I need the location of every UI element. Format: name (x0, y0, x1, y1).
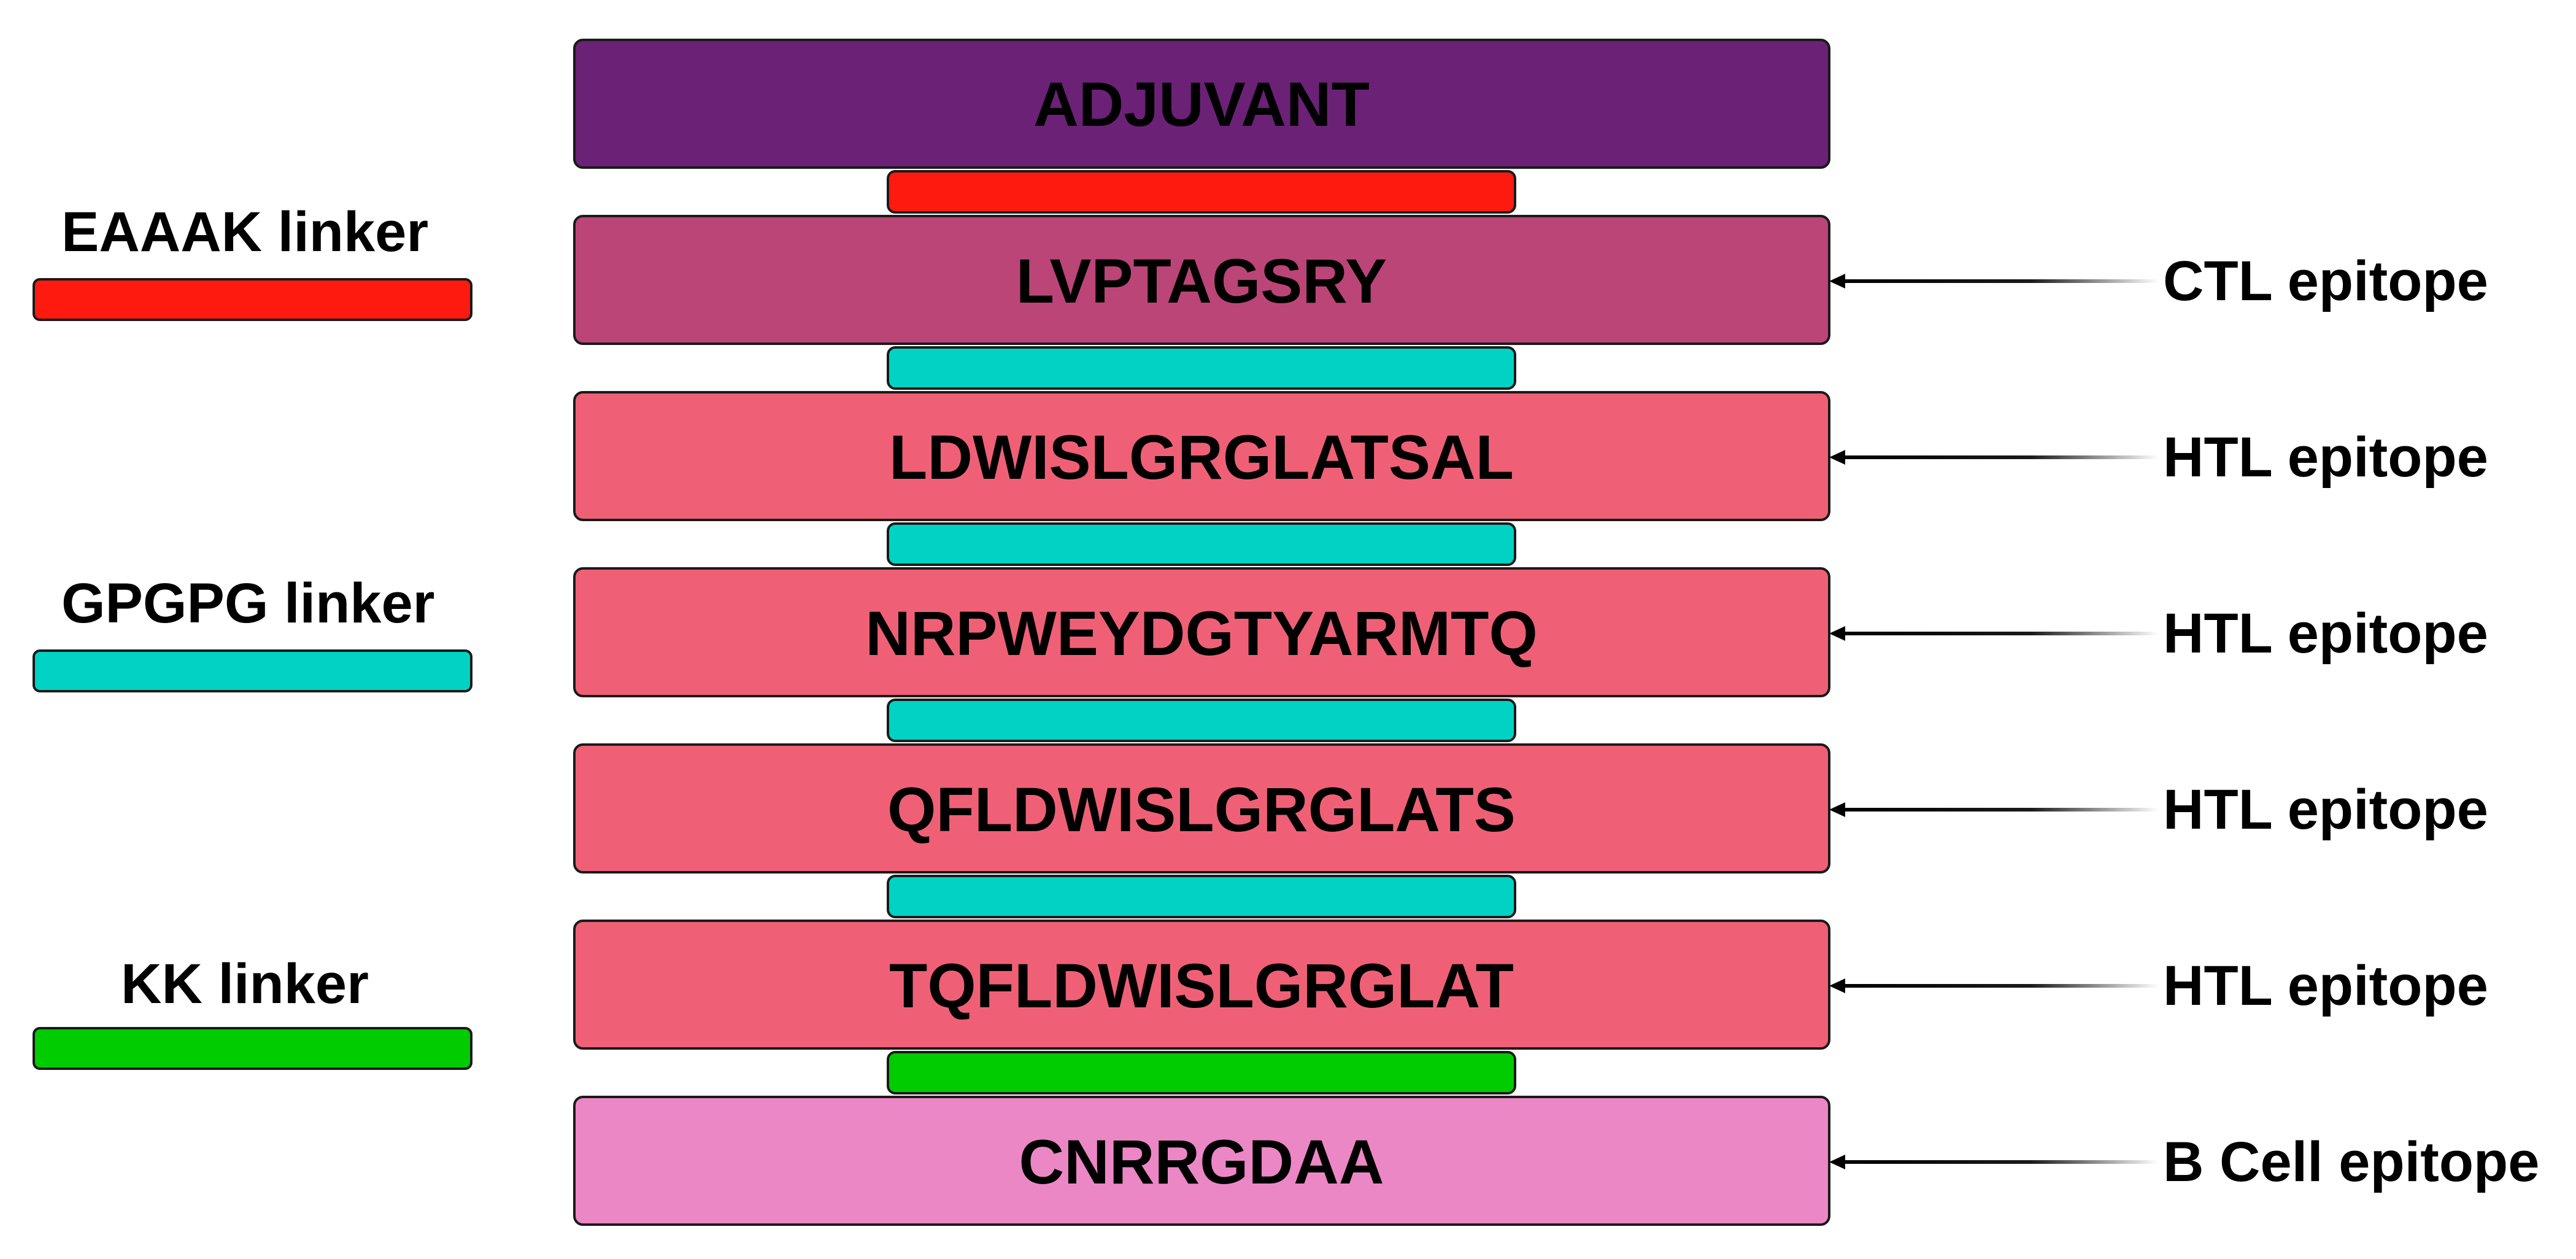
adjuvant-label: ADJUVANT (1033, 69, 1370, 139)
legend-item-eaaak: EAAAK linker (33, 201, 472, 321)
arrowhead-icon (1829, 978, 1845, 993)
linker-bar-4 (887, 699, 1516, 742)
epitope-box (573, 215, 1830, 345)
adjuvant-box (573, 39, 1830, 169)
epitope-sequence: NRPWEYDGTYARMTQ (865, 599, 1538, 668)
arrow-line (1840, 455, 2159, 459)
annotation-3: HTL epitope (1829, 602, 2488, 665)
arrowhead-icon (1829, 802, 1845, 817)
epitope-type-label: CTL epitope (2163, 250, 2488, 312)
epitope-box (573, 920, 1830, 1050)
arrow-line (1840, 279, 2159, 283)
arrow-line (1840, 808, 2159, 812)
annotation-5: HTL epitope (1829, 955, 2488, 1017)
epitope-sequence: CNRRGDAA (1019, 1127, 1384, 1197)
arrowhead-icon (1829, 450, 1845, 465)
legend-item-gpgpg: GPGPG linker (33, 572, 472, 692)
epitope-sequence: LDWISLGRGLATSAL (889, 422, 1514, 492)
epitope-type-label: HTL epitope (2163, 778, 2488, 841)
arrow-line (1840, 632, 2159, 635)
epitope-block-4: QFLDWISLGRGLATS (573, 743, 1830, 874)
epitope-block-2: LDWISLGRGLATSAL (573, 391, 1830, 521)
legend-label: EAAAK linker (61, 201, 428, 263)
epitope-type-label: HTL epitope (2163, 955, 2488, 1017)
legend-label: GPGPG linker (61, 572, 434, 635)
annotation-6: B Cell epitope (1829, 1131, 2539, 1193)
legend-swatch (33, 1027, 472, 1070)
epitope-block-3: NRPWEYDGTYARMTQ (573, 567, 1830, 697)
epitope-box (573, 391, 1830, 521)
epitope-block-5: TQFLDWISLGRGLAT (573, 920, 1830, 1050)
epitope-sequence: QFLDWISLGRGLATS (887, 775, 1516, 845)
epitope-block-1: LVPTAGSRY (573, 215, 1830, 345)
epitope-sequence: TQFLDWISLGRGLAT (889, 951, 1514, 1021)
legend: EAAAK linker GPGPG linker KK linker (33, 201, 472, 1070)
linker-bar-3 (887, 522, 1516, 566)
arrow-line (1840, 984, 2159, 988)
adjuvant-block: ADJUVANT (573, 39, 1830, 169)
linker-bar-2 (887, 346, 1516, 390)
epitope-box (573, 567, 1830, 697)
annotation-2: HTL epitope (1829, 426, 2488, 489)
epitope-box (573, 743, 1830, 874)
epitope-sequence: LVPTAGSRY (1016, 246, 1387, 316)
arrow-line (1840, 1160, 2159, 1164)
arrowhead-icon (1829, 626, 1845, 641)
arrowhead-icon (1829, 274, 1845, 289)
annotation-4: HTL epitope (1829, 778, 2488, 841)
legend-swatch (33, 278, 472, 321)
linker-bar-6 (887, 1051, 1516, 1094)
legend-label: KK linker (121, 953, 369, 1015)
epitope-type-label: B Cell epitope (2163, 1131, 2539, 1193)
epitope-type-label: HTL epitope (2163, 426, 2488, 489)
linker-bar-5 (887, 875, 1516, 918)
epitope-box (573, 1096, 1830, 1226)
legend-item-kk: KK linker (33, 953, 472, 1070)
legend-swatch (33, 649, 472, 692)
linker-bar-1 (887, 170, 1516, 214)
annotation-1: CTL epitope (1829, 250, 2488, 312)
epitope-block-6: CNRRGDAA (573, 1096, 1830, 1226)
arrowhead-icon (1829, 1155, 1845, 1169)
epitope-type-label: HTL epitope (2163, 602, 2488, 665)
